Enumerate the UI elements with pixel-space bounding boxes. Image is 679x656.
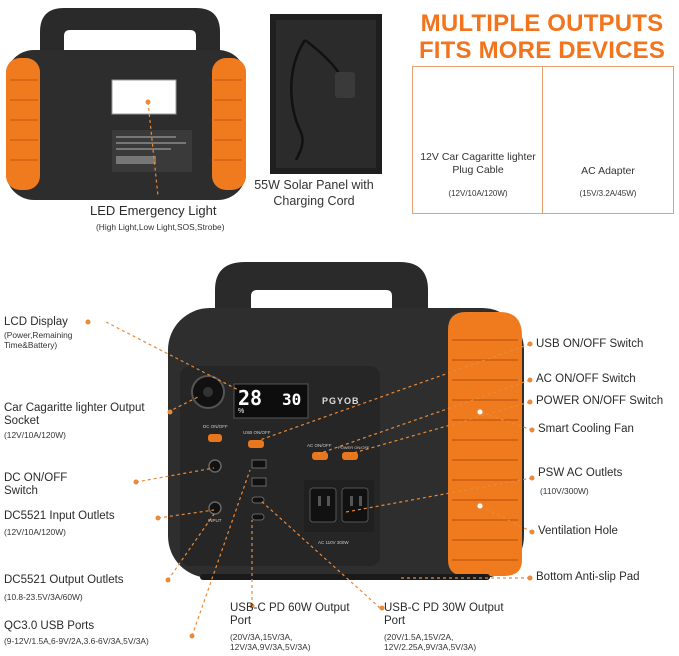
headline-line1: MULTIPLE OUTPUTS: [420, 10, 664, 37]
solar-panel-caption: 55W Solar Panel with Charging Cord: [254, 178, 374, 208]
callout-ventilation-title: Ventilation Hole: [538, 525, 618, 537]
main-device-illustration: [168, 262, 524, 580]
callout-dc-input-sub: (12V/10A/120W): [4, 527, 66, 537]
usb-button-label: USB ON/OFF: [243, 430, 271, 435]
accessory-car-cable: 12V Car Cagaritte lighter Plug Cable (12…: [412, 66, 544, 214]
callout-usbc-60w-sub: (20V/3A,15V/3A, 12V/3A,9V/3A,5V/3A): [230, 632, 311, 653]
accessory-name: 12V Car Cagaritte lighter Plug Cable: [420, 151, 536, 177]
callout-car-socket-title: Car Cagaritte lighter Output Socket: [4, 402, 145, 428]
callout-cooling-fan-title: Smart Cooling Fan: [538, 423, 634, 435]
callout-car-socket-sub: (12V/10A/120W): [4, 430, 66, 440]
callout-usbc-30w-title: USB-C PD 30W Output Port: [384, 602, 504, 628]
accessory-name: AC Adapter: [581, 165, 635, 177]
solar-panel-illustration: [270, 14, 382, 174]
callout-dc-output-title: DC5521 Output Outlets: [4, 574, 124, 586]
device-back-illustration: [6, 8, 246, 200]
power-button-label: POWER ON/OFF: [338, 445, 370, 450]
callout-anti-slip-title: Bottom Anti-slip Pad: [536, 571, 640, 583]
ac-rating-label: AC 110V 300W: [318, 540, 349, 545]
callout-dc-switch-title: DC ON/OFF Switch: [4, 472, 68, 498]
callout-dc-output-sub: (10.8-23.5V/3A/60W): [4, 592, 83, 602]
callout-psw-ac-sub: (110V/300W): [540, 486, 589, 496]
headline-line2: FITS MORE DEVICES: [418, 37, 666, 64]
brand-logo: PGYOB: [322, 396, 360, 406]
cooling-fan-panel: [448, 312, 522, 576]
lcd-left-unit: %: [238, 408, 245, 415]
callout-ac-switch-title: AC ON/OFF Switch: [536, 373, 636, 385]
callout-usbc-60w-title: USB-C PD 60W Output Port: [230, 602, 350, 628]
accessory-spec: (12V/10A/120W): [448, 189, 508, 198]
ac-button-label: AC ON/OFF: [307, 443, 332, 448]
callout-psw-ac-title: PSW AC Outlets: [538, 467, 623, 479]
callout-qc-usb-title: QC3.0 USB Ports: [4, 620, 95, 632]
callout-lcd-title: LCD Display: [4, 316, 68, 328]
lcd-left-value: 28: [238, 386, 263, 410]
callout-lcd-sub: (Power,Remaining Time&Battery): [4, 330, 73, 351]
lcd-screen: [233, 383, 309, 419]
accessory-ac-adapter: AC Adapter (15V/3.2A/45W): [542, 66, 674, 214]
leader-dots: [85, 99, 535, 639]
accessory-spec: (15V/3.2A/45W): [579, 189, 637, 198]
callout-power-switch-title: POWER ON/OFF Switch: [536, 395, 664, 407]
callout-usb-switch-title: USB ON/OFF Switch: [536, 338, 644, 350]
callout-qc-usb-sub: (9-12V/1.5A,6-9V/2A,3.6-6V/3A,5V/3A): [4, 636, 149, 646]
dc-button-label: DC ON/OFF: [203, 424, 228, 429]
leader-lines: [105, 101, 533, 637]
lcd-right-value: 30: [282, 390, 302, 409]
led-title: LED Emergency Light: [90, 203, 217, 218]
input-label: INPUT: [208, 518, 222, 523]
led-sub: (High Light,Low Light,SOS,Strobe): [96, 222, 225, 232]
callout-usbc-30w-sub: (20V/1.5A,15V/2A, 12V/2.25A,9V/3A,5V/3A): [384, 632, 477, 653]
callout-dc-input-title: DC5521 Input Outlets: [4, 510, 115, 522]
led-light-panel: [111, 79, 177, 115]
